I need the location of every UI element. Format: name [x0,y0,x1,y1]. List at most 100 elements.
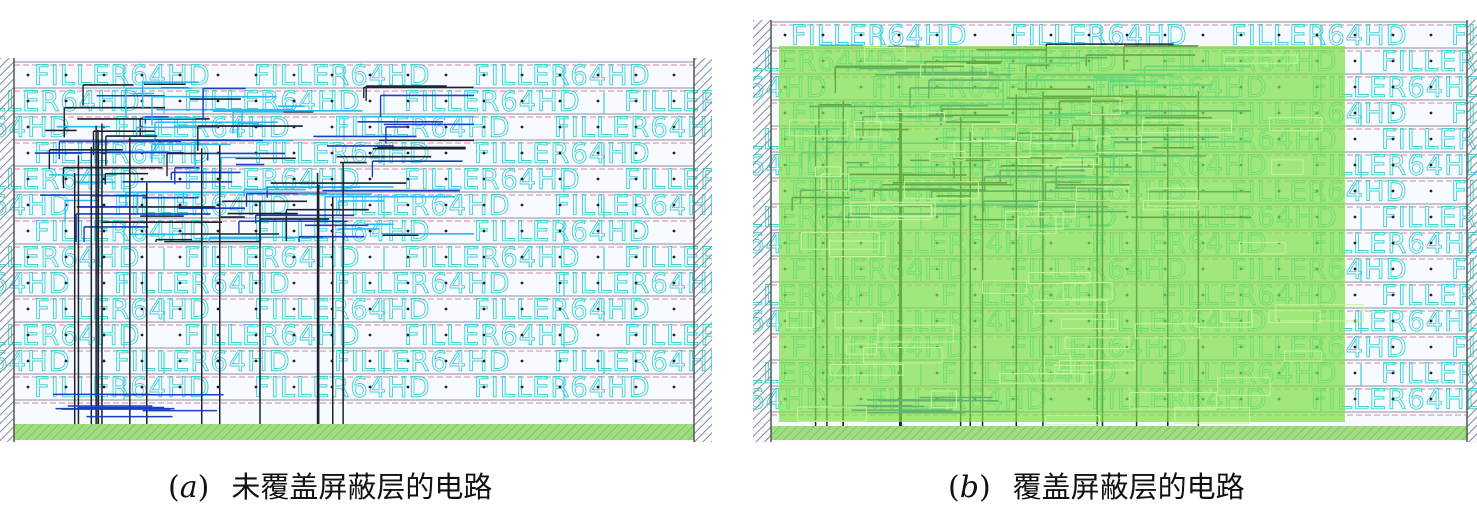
shield-mesh [971,123,1018,142]
via-dot [216,385,220,389]
via-dot [634,125,638,129]
via-dot [1391,215,1395,219]
via-dot [1429,241,1433,245]
via-dot [178,333,182,337]
via-dot [558,385,562,389]
shield-layer [779,46,1345,422]
via-dot [1429,397,1433,401]
via-dot [482,99,486,103]
via-dot [1391,371,1395,375]
via-dot [558,151,562,155]
via-dot [558,359,562,363]
via-dot [292,255,296,259]
filler-cell-label: FILLER64HD [404,242,581,273]
via-dot [178,73,182,77]
via-dot [672,99,676,103]
via-dot [1353,293,1357,297]
right-boundary-hatch [1467,20,1477,442]
via-dot [634,255,638,259]
via-dot [102,359,106,363]
via-dot [26,177,30,181]
shield-mesh [797,406,867,422]
via-dot [520,177,524,181]
filler-cell-label: FILLER64HD [184,320,361,351]
via-dot [254,177,258,181]
via-dot [406,151,410,155]
filler-cell-label: FILLER64HD [554,112,712,143]
via-dot [406,229,410,233]
via-dot [64,385,68,389]
via-dot [1201,33,1205,37]
via-dot [482,281,486,285]
via-dot [64,177,68,181]
caption-a: (a)未覆盖屏蔽层的电路 [168,470,493,505]
via-dot [1353,371,1357,375]
via-dot [102,99,106,103]
via-dot [368,255,372,259]
shield-mesh [877,324,954,343]
via-dot [406,385,410,389]
caption-b: (b)覆盖屏蔽层的电路 [948,470,1245,505]
right-boundary-hatch [694,58,712,442]
via-dot [26,151,30,155]
via-dot [1391,137,1395,141]
via-dot [1391,111,1395,115]
via-dot [558,73,562,77]
via-dot [482,73,486,77]
via-dot [178,203,182,207]
shield-mesh [829,364,904,376]
via-dot [368,229,372,233]
caption-b-text: 覆盖屏蔽层的电路 [1012,470,1245,504]
via-dot [558,229,562,233]
via-dot [558,255,562,259]
shield-mesh [1075,186,1130,202]
via-dot [520,125,524,129]
via-dot [178,281,182,285]
left-boundary-hatch [0,58,14,442]
via-dot [292,151,296,155]
via-dot [1429,33,1433,37]
via-dot [1391,267,1395,271]
via-dot [634,385,638,389]
via-dot [64,73,68,77]
via-dot [520,281,524,285]
via-dot [1353,215,1357,219]
via-dot [520,203,524,207]
filler-cell-label: FILLER64HD [0,86,141,117]
via-dot [634,229,638,233]
via-dot [1391,241,1395,245]
via-dot [444,385,448,389]
via-dot [178,255,182,259]
via-dot [1429,215,1433,219]
filler-cell-label: FILLER64HD [1381,202,1477,233]
filler-cell-label: FILLER64HD [254,372,431,403]
via-dot [520,255,524,259]
via-dot [254,255,258,259]
via-dot [102,281,106,285]
filler-cell-label: FILLER64HD [474,372,651,403]
via-dot [292,73,296,77]
via-dot [406,99,410,103]
shield-mesh [1220,309,1253,323]
shield-mesh [999,373,1084,384]
shield-mesh [1062,281,1113,300]
via-dot [482,203,486,207]
filler-cell-label: FILLER64HD [554,268,712,299]
filler-cell-label: FILLER64HD [404,86,581,117]
via-dot [178,229,182,233]
via-dot [482,125,486,129]
via-dot [672,281,676,285]
via-dot [482,359,486,363]
via-dot [140,385,144,389]
filler-cell-label: FILLER64HD [554,190,712,221]
via-dot [1429,189,1433,193]
shield-mesh [1030,131,1078,144]
via-dot [330,125,334,129]
shield-mesh [1283,350,1322,362]
shield-mesh [1038,201,1076,218]
filler-cell-label: FILLER64HD [1381,280,1477,311]
via-dot [1429,345,1433,349]
via-dot [368,385,372,389]
via-dot [672,385,676,389]
via-dot [634,99,638,103]
